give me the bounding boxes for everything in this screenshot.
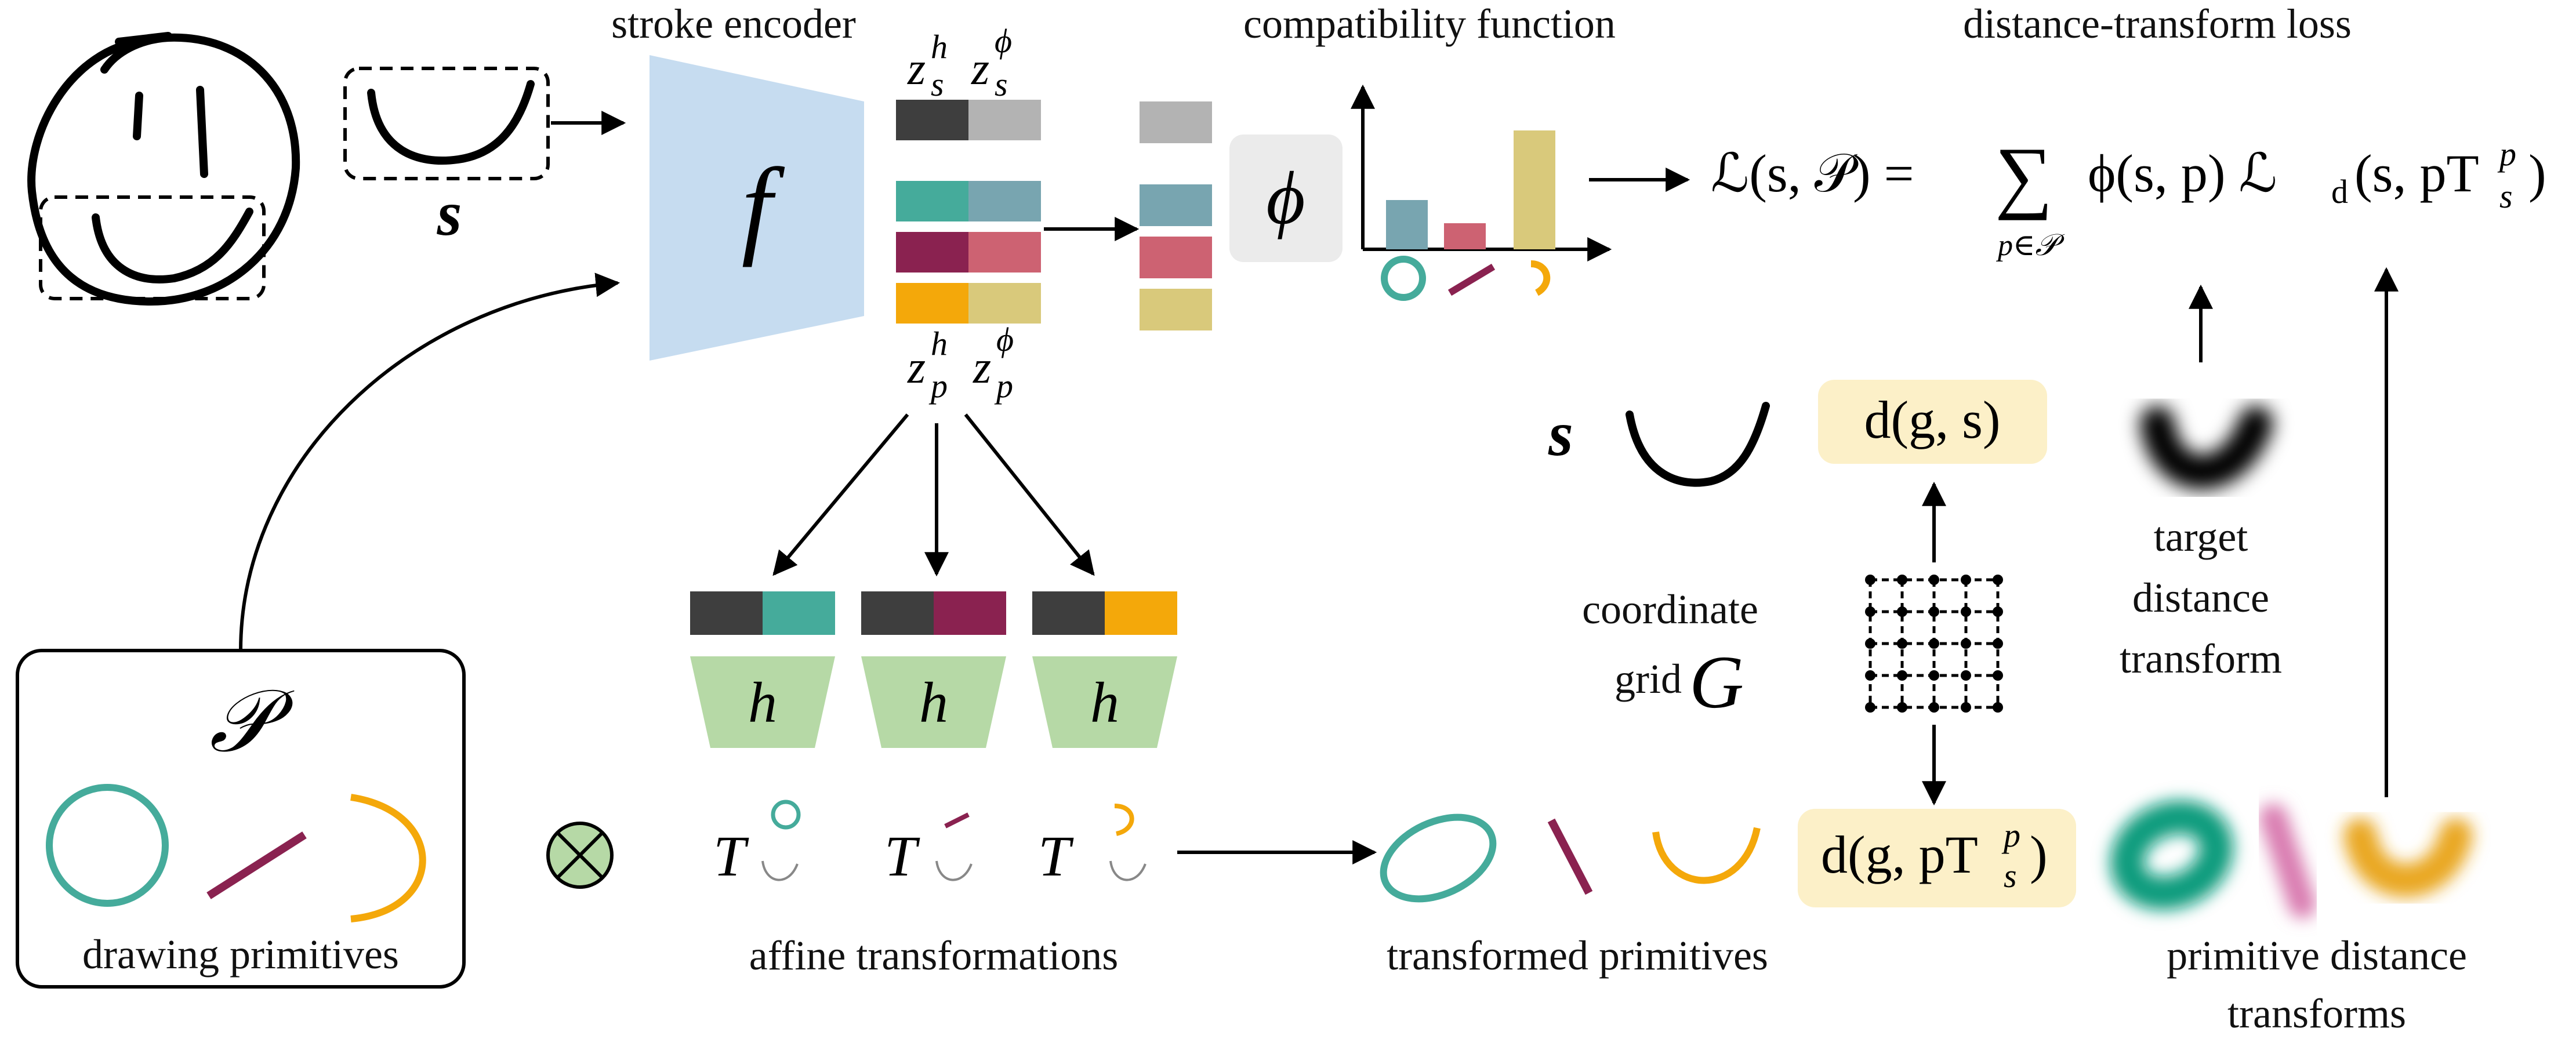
stroke-s-label: s xyxy=(437,178,462,249)
svg-text:ϕ: ϕ xyxy=(996,321,1014,358)
z-s-labels: z h s z ϕ s xyxy=(907,22,1012,103)
svg-text:p∈𝒫: p∈𝒫 xyxy=(1996,229,2065,262)
svg-text:p: p xyxy=(994,367,1013,405)
transformed-arc xyxy=(1652,827,1761,884)
chart-bar-arc xyxy=(1514,130,1555,249)
face-sketch xyxy=(27,32,300,306)
phi-input-column xyxy=(1140,101,1212,330)
target-label-1: target xyxy=(2154,514,2248,560)
target-distance-transform-blur xyxy=(2140,406,2273,490)
primitives-set-symbol: 𝒫 xyxy=(209,674,295,770)
otimes-symbol xyxy=(546,822,614,889)
coordinate-label: coordinate xyxy=(1582,586,1758,633)
primitive-arc xyxy=(350,794,426,922)
stroke-s-box xyxy=(343,67,550,180)
distance-transform-loss-label: distance-transform loss xyxy=(1963,1,2352,47)
svg-text:s: s xyxy=(2004,857,2017,895)
blur-arc xyxy=(2343,818,2473,898)
d-g-s-box xyxy=(1818,380,2047,464)
svg-text:s: s xyxy=(995,66,1008,103)
svg-text:T: T xyxy=(884,824,920,888)
embedding-column xyxy=(896,100,1041,324)
svg-text:∑: ∑ xyxy=(1995,131,2053,221)
svg-text:T: T xyxy=(1038,824,1074,888)
svg-text:z: z xyxy=(971,43,989,95)
svg-text:z: z xyxy=(907,342,926,393)
d-g-s-text: d(g, s) xyxy=(1864,390,2000,449)
chart-bar-circle xyxy=(1386,200,1428,249)
svg-text:ϕ: ϕ xyxy=(995,22,1012,60)
compatibility-chart xyxy=(1351,84,1612,301)
drawing-primitives-label: drawing primitives xyxy=(82,931,399,978)
loss-equation: ℒ(s, 𝒫) = ∑ p∈𝒫 ϕ(s, p) ℒ d (s, pT p s ) xyxy=(1711,131,2546,262)
svg-text:T: T xyxy=(713,824,749,888)
stroke-encoder-label: stroke encoder xyxy=(611,1,856,47)
arrow-primitives-to-encoder xyxy=(239,273,621,651)
chart-bar-line xyxy=(1444,223,1486,249)
svg-text:z: z xyxy=(907,43,926,95)
d-g-pT-box xyxy=(1798,809,2076,907)
blur-ellipse xyxy=(2110,800,2234,910)
transformed-primitives-label: transformed primitives xyxy=(1387,932,1768,979)
mouth-selection-box xyxy=(39,195,266,300)
svg-text:h: h xyxy=(931,28,948,66)
svg-text:d: d xyxy=(2331,173,2348,210)
d-g-pT-text: d(g, pT p s ) xyxy=(1821,816,2048,895)
svg-text:): ) xyxy=(2030,825,2048,884)
coordinate-grid-points xyxy=(1865,575,2003,713)
transformed-ellipse xyxy=(1380,813,1497,903)
decoder-h-1: h xyxy=(690,591,835,748)
stroke-s-curve xyxy=(367,80,535,165)
transformed-line xyxy=(1547,818,1593,895)
decoder-h-2: h xyxy=(861,591,1006,748)
svg-text:z: z xyxy=(973,342,991,393)
chart-tick-circle xyxy=(1381,256,1426,301)
affine-T-1: T xyxy=(713,800,801,888)
svg-text:s: s xyxy=(931,66,944,103)
grid-G-symbol: G xyxy=(1689,641,1744,724)
svg-text:p: p xyxy=(928,367,948,405)
svg-text:h: h xyxy=(931,325,948,362)
affine-T-2: T xyxy=(884,812,973,888)
compatibility-function-label: compatibility function xyxy=(1243,1,1616,47)
svg-text:p: p xyxy=(2497,135,2516,173)
affine-T-3: T xyxy=(1038,804,1146,888)
target-stroke-s: s xyxy=(1548,398,1573,469)
target-label-3: transform xyxy=(2120,635,2282,682)
svg-text:ℒ(s, 𝒫) =: ℒ(s, 𝒫) = xyxy=(1711,144,1914,203)
blur-line xyxy=(2259,804,2316,918)
primitive-dt-label-2: transforms xyxy=(2227,990,2406,1037)
svg-text:d(g, pT: d(g, pT xyxy=(1821,825,1978,884)
decoder-h-3: h xyxy=(1032,591,1177,748)
affine-transformations-label: affine transformations xyxy=(749,932,1118,979)
target-stroke-curve xyxy=(1626,402,1770,487)
svg-text:(s, pT: (s, pT xyxy=(2354,144,2479,203)
chart-tick-arc xyxy=(1530,260,1551,296)
svg-text:h: h xyxy=(919,670,948,735)
grid-label: grid xyxy=(1614,656,1682,702)
svg-text:h: h xyxy=(748,670,777,735)
svg-text:h: h xyxy=(1090,670,1119,735)
svg-text:s: s xyxy=(2499,177,2513,215)
svg-text:ϕ(s, p) ℒ: ϕ(s, p) ℒ xyxy=(2088,144,2277,203)
decoder-arrows xyxy=(772,413,1095,577)
chart-tick-line xyxy=(1447,263,1496,296)
primitive-circle xyxy=(46,784,169,907)
z-p-labels: z h p z ϕ p xyxy=(907,321,1014,405)
svg-text:): ) xyxy=(2528,144,2546,203)
phi-box xyxy=(1229,135,1343,262)
target-label-2: distance xyxy=(2132,575,2269,621)
svg-text:p: p xyxy=(2001,816,2020,854)
primitive-line xyxy=(206,831,307,899)
primitive-dt-label-1: primitive distance xyxy=(2167,932,2467,979)
encoder-f xyxy=(650,55,864,361)
phi-symbol: ϕ xyxy=(1266,157,1305,240)
